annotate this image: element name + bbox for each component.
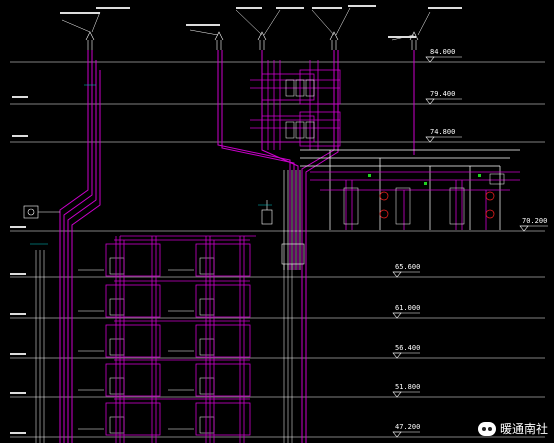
magenta-risers bbox=[59, 50, 415, 443]
riser-left-4 bbox=[71, 70, 101, 443]
elevation-label: 70.200 bbox=[522, 217, 547, 225]
leader-lines bbox=[61, 7, 431, 41]
roof-terminal bbox=[329, 31, 339, 50]
roof-terminal bbox=[257, 31, 267, 50]
riser-mid-2 bbox=[221, 50, 295, 270]
central-bundle bbox=[281, 170, 305, 270]
pump-units bbox=[379, 191, 495, 219]
equipment-blocks-right bbox=[343, 173, 505, 225]
left-fan-unit bbox=[23, 205, 60, 219]
lower-risers bbox=[115, 236, 245, 443]
elevation-marker: 47.200 bbox=[392, 423, 420, 438]
roof-terminal bbox=[85, 31, 95, 50]
upper-equipment bbox=[250, 60, 341, 150]
lower-risers-white bbox=[35, 250, 293, 443]
elevation-label: 79.400 bbox=[430, 90, 455, 98]
right-distribution-magenta bbox=[310, 171, 520, 230]
floor-lines bbox=[10, 61, 545, 438]
cyan-accents bbox=[30, 84, 272, 245]
roof-terminal bbox=[214, 31, 224, 50]
floor-block bbox=[78, 280, 251, 318]
riser-mid-5 bbox=[305, 50, 339, 443]
floor-block bbox=[78, 320, 251, 358]
elevation-marker: 84.000 bbox=[425, 48, 462, 63]
pump-icon bbox=[379, 209, 389, 219]
elevation-marker: 79.400 bbox=[425, 90, 462, 105]
watermark: 暖通南社 bbox=[477, 420, 548, 437]
equipment-blocks-upper bbox=[285, 79, 315, 139]
pump-icon bbox=[379, 191, 389, 201]
riser-left-2 bbox=[63, 50, 93, 443]
elevation-label: 61.000 bbox=[395, 304, 420, 312]
valve-markers bbox=[368, 174, 481, 185]
mid-fan-unit bbox=[261, 200, 273, 225]
pump-icon bbox=[485, 191, 495, 201]
floor-block bbox=[78, 398, 251, 436]
elevation-marker: 56.400 bbox=[392, 344, 420, 359]
pump-icon bbox=[485, 209, 495, 219]
elevation-label: 47.200 bbox=[395, 423, 420, 431]
elevation-label: 74.800 bbox=[430, 128, 455, 136]
riser-left-1 bbox=[59, 50, 89, 443]
lower-floors bbox=[78, 235, 256, 436]
riser-left-3 bbox=[67, 60, 97, 443]
roof-terminals bbox=[85, 31, 419, 50]
floor-block bbox=[78, 235, 256, 277]
elevation-marker: 61.000 bbox=[392, 304, 420, 319]
elevation-label: 84.000 bbox=[430, 48, 455, 56]
elevation-label: 56.400 bbox=[395, 344, 420, 352]
elevation-marker: 51.800 bbox=[392, 383, 420, 398]
tiny-annotations bbox=[10, 5, 462, 434]
elevation-markers: 84.000 79.400 74.800 70.200 65.600 61.00… bbox=[392, 48, 548, 438]
elevation-label: 51.800 bbox=[395, 383, 420, 391]
elevation-marker: 65.600 bbox=[392, 263, 420, 278]
elevation-marker: 74.800 bbox=[425, 128, 462, 143]
riser-mid-4 bbox=[301, 50, 335, 443]
roof-terminal bbox=[409, 31, 419, 50]
elevation-label: 65.600 bbox=[395, 263, 420, 271]
wechat-icon bbox=[477, 421, 496, 436]
floor-block bbox=[78, 359, 251, 397]
riser-mid-1 bbox=[217, 50, 291, 270]
watermark-text: 暖通南社 bbox=[499, 422, 548, 436]
elevation-marker: 70.200 bbox=[519, 217, 548, 232]
